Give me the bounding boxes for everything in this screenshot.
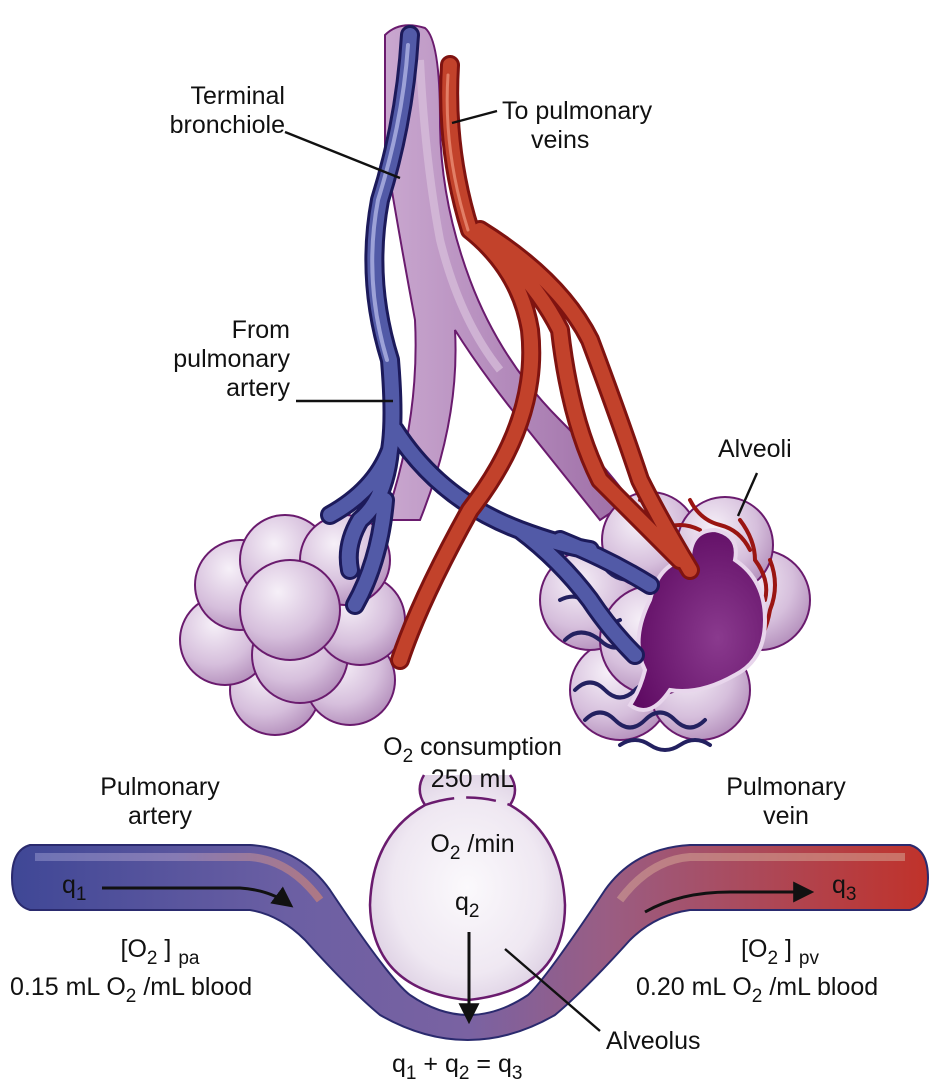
label-consumption-value: 250 mL [430,765,515,793]
pulmonary-artery-branch [320,25,660,665]
label-line: To pulmonary [502,97,653,125]
subscript: 2 [402,746,414,767]
bracket-o2: [O [741,935,768,963]
label-pulmonary-vein: Pulmonary vein [686,773,886,831]
o2-symbol: O [430,830,450,858]
q-symbol: q [62,871,76,899]
label-line: artery [226,374,290,402]
unit-text: /mL blood [136,973,253,1001]
label-line: vein [763,802,809,830]
subscript: 2 [449,843,461,864]
bracket-close: ] [778,935,792,963]
label-per-min: O2 /min [360,830,585,863]
label-alveoli: Alveoli [718,435,792,463]
alveolar-sac-left [179,514,406,736]
q1-flow-arrow [102,886,294,908]
subscript: 1 [405,1063,417,1084]
label-terminal-bronchiole: Terminal bronchiole [118,82,285,140]
alveolus-cutaway [627,527,768,712]
subscript: 3 [511,1063,523,1084]
label-q2: q2 [455,888,479,921]
label-line: bronchiole [169,111,285,139]
q-symbol: q [832,871,846,899]
label-pv-o2-concentration: [O2 ] pv [660,935,900,973]
leader-lines-upper [284,109,759,517]
subscript: 1 [75,884,87,905]
label-line: artery [128,802,192,830]
label-q1: q1 [62,871,86,904]
label-line: Terminal [190,82,285,110]
unit-text: /mL blood [762,973,879,1001]
label-q3: q3 [832,871,856,904]
q3-flow-arrow [644,881,815,914]
label-line: Pulmonary [100,773,220,801]
q-symbol: q [392,1050,406,1078]
leader-alveoli [736,472,759,517]
value-text: 0.20 mL O [636,973,752,1001]
label-text: /min [460,830,515,858]
o2-symbol: O [383,733,403,761]
pulmonary-vein-branches [390,55,700,670]
label-line: pulmonary [173,345,290,373]
label-alveolus: Alveolus [606,1027,701,1055]
bracket-o2: [O [120,935,147,963]
label-o2-consumption: O2 consumption [360,733,585,766]
equation-text: + q [416,1050,459,1078]
label-line: Pulmonary [726,773,846,801]
subscript: 2 [767,948,779,969]
label-pa-o2-value: 0.15 mL O2 /mL blood [10,973,253,1006]
terminal-bronchiole-airway [383,24,632,522]
leader-terminal-bronchiole [284,130,401,180]
label-to-pulmonary-veins: To pulmonary veins [502,97,652,155]
subscript: 2 [468,901,480,922]
equation-text: = q [469,1050,512,1078]
label-pv-o2-value: 0.20 mL O2 /mL blood [636,973,879,1006]
value-text: 0.15 mL O [10,973,126,1001]
leader-alveolus [504,948,601,1032]
leader-pulmonary-veins [451,109,498,125]
q-symbol: q [455,888,469,916]
site-subscript: pa [178,948,200,969]
subscript: 2 [751,986,763,1007]
subscript: 2 [458,1063,470,1084]
label-text: consumption [413,733,562,761]
label-line: veins [531,126,590,154]
label-from-pulmonary-artery: From pulmonary artery [120,316,290,403]
subscript: 3 [845,884,857,905]
mass-balance-equation: q1 + q2 = q3 [392,1050,522,1083]
site-subscript: pv [798,948,819,969]
label-pulmonary-artery: Pulmonary artery [60,773,260,831]
label-pa-o2-concentration: [O2 ] pa [40,935,280,973]
flow-arrows [102,881,815,1032]
subscript: 2 [125,986,137,1007]
bracket-close: ] [157,935,172,963]
label-line: From [231,316,290,344]
subscript: 2 [146,948,158,969]
